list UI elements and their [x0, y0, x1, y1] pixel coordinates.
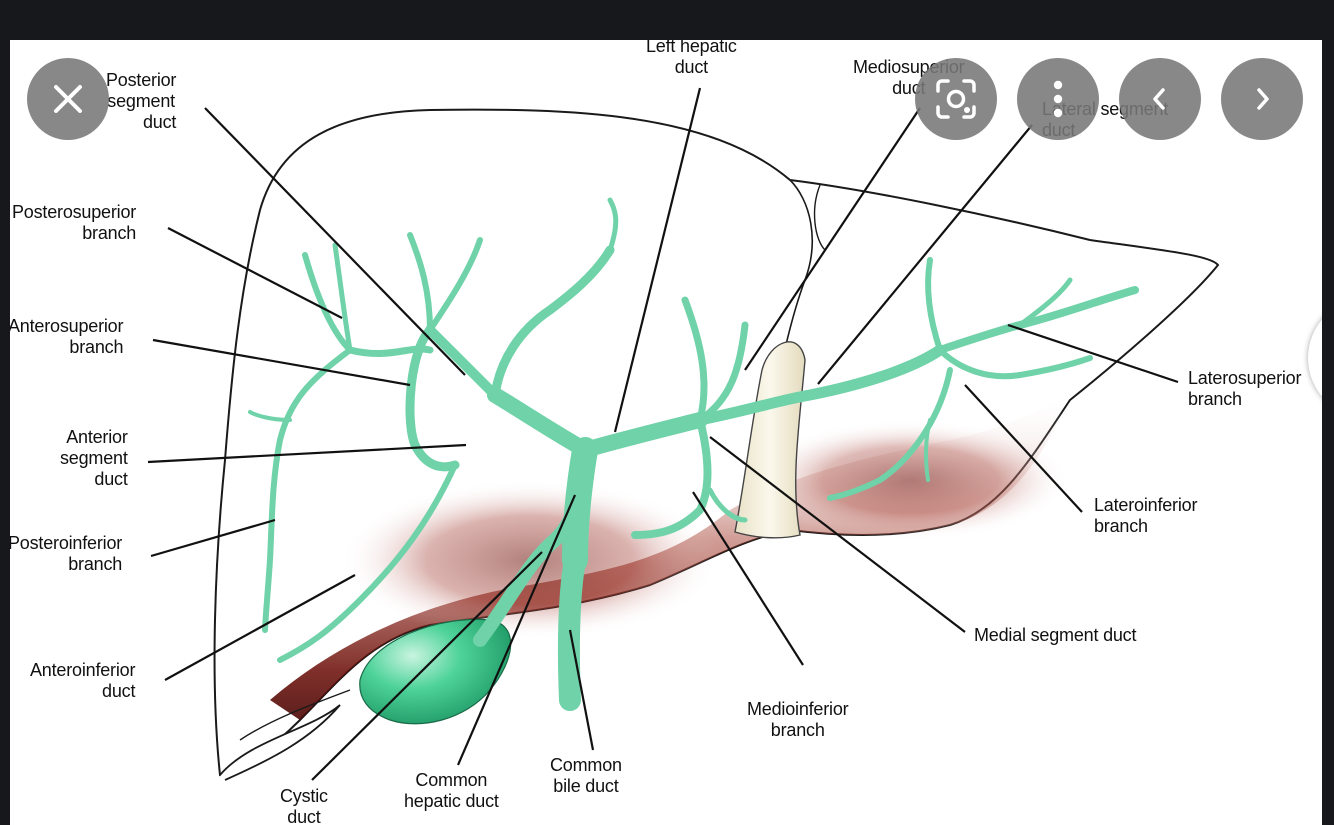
label-line: Common: [550, 755, 622, 775]
label-anteroinferior-duct: Anteroinferior duct: [30, 660, 135, 702]
label-medial-segment-duct: Medial segment duct: [974, 625, 1136, 646]
label-line: Posteroinferior: [10, 533, 123, 553]
lens-search-button[interactable]: [915, 58, 997, 140]
previous-image-button[interactable]: [1119, 58, 1201, 140]
label-common-bile-duct: Common bile duct: [550, 755, 622, 797]
label-line: duct: [94, 469, 128, 489]
label-line: Laterosuperior: [1188, 368, 1302, 388]
label-posterosuperior-branch: Posterosuperior branch: [12, 202, 136, 244]
label-line: Cystic: [280, 786, 328, 806]
label-line: Common: [415, 770, 488, 790]
label-line: Posterosuperior: [12, 202, 137, 222]
label-line: segment: [60, 448, 128, 468]
chevron-right-icon: [1257, 88, 1269, 110]
label-line: duct: [102, 681, 136, 701]
ligamentum-teres: [734, 341, 806, 539]
label-line: Anteroinferior: [30, 660, 136, 680]
label-laterosuperior-branch: Laterosuperior branch: [1188, 368, 1301, 410]
label-cystic-duct: Cystic duct: [280, 786, 328, 825]
label-line: branch: [770, 720, 825, 740]
more-vertical-icon: [1053, 80, 1063, 118]
leader-lines: [147, 87, 1179, 781]
liver-bile-duct-illustration: [147, 87, 1220, 781]
label-anterosuperior-branch: Anterosuperior branch: [10, 316, 123, 358]
label-line: hepatic duct: [404, 791, 499, 811]
chevron-left-icon: [1153, 88, 1165, 110]
close-button[interactable]: [27, 58, 109, 140]
label-posterior-segment-duct: Posterior segment duct: [106, 70, 176, 133]
label-lateroinferior-branch: Lateroinferior branch: [1094, 495, 1197, 537]
label-line: Left hepatic: [646, 40, 737, 56]
label-anterior-segment-duct: Anterior segment duct: [60, 427, 128, 490]
label-line: Anterior: [66, 427, 128, 447]
image-viewer: Posterior segment duct Posterosuperior b…: [10, 40, 1322, 825]
more-options-button[interactable]: [1017, 58, 1099, 140]
label-line: branch: [82, 223, 137, 243]
lens-search-icon: [936, 79, 976, 119]
label-line: segment: [107, 91, 175, 111]
label-line: duct: [143, 112, 177, 132]
label-line: branch: [69, 337, 124, 357]
label-line: Anterosuperior: [10, 316, 124, 336]
label-line: Lateroinferior: [1094, 495, 1198, 515]
gallbladder: [359, 618, 512, 725]
label-line: Medial segment duct: [974, 625, 1137, 645]
label-line: branch: [1094, 516, 1148, 536]
label-common-hepatic-duct: Common hepatic duct: [404, 770, 499, 812]
label-line: branch: [1188, 389, 1242, 409]
label-posteroinferior-branch: Posteroinferior branch: [10, 533, 122, 575]
label-line: Posterior: [106, 70, 177, 90]
label-line: branch: [68, 554, 123, 574]
label-line: duct: [674, 57, 708, 77]
label-left-hepatic-duct: Left hepatic duct: [646, 40, 737, 78]
label-line: bile duct: [553, 776, 619, 796]
bile-duct-tree: [248, 197, 1139, 711]
label-medioinferior-branch: Medioinferior branch: [747, 699, 849, 741]
next-image-button[interactable]: [1221, 58, 1303, 140]
label-line: duct: [287, 807, 321, 825]
close-icon: [54, 85, 82, 113]
label-line: Medioinferior: [747, 699, 849, 719]
